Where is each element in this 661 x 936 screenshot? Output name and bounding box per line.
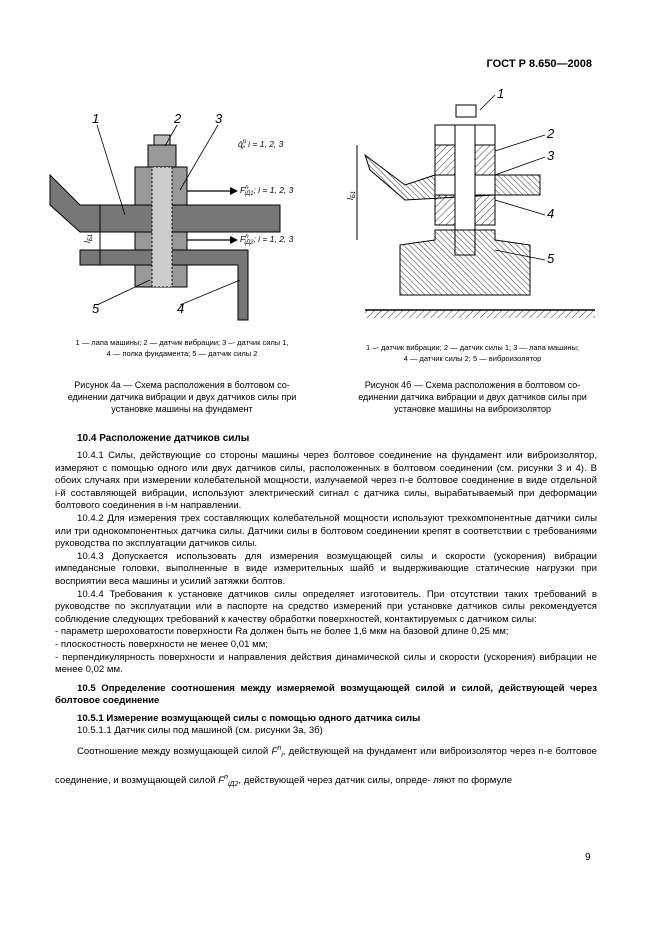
paragraph-10-5-1-1: 10.5.1.1 Датчик силы под машиной (см. ри… bbox=[77, 725, 323, 737]
bullet-flatness: - плоскостность поверхности не менее 0,0… bbox=[55, 638, 269, 650]
section-10-4-title: 10.4 Расположение датчиков силы bbox=[77, 433, 250, 444]
fig4a-label-4: 4 bbox=[177, 301, 184, 316]
paragraph-10-4-1: 10.4.1 Силы, действующие со стороны маши… bbox=[55, 450, 597, 512]
page-number: 9 bbox=[585, 852, 591, 863]
fig4b-label-4: 4 bbox=[547, 206, 554, 221]
fig4b-label-1: 1 bbox=[497, 86, 504, 101]
fig4a-label-1: 1 bbox=[92, 111, 99, 126]
fig4a-label-3: 3 bbox=[215, 111, 223, 126]
paragraph-10-4-3: 10.4.3 Допускается использовать для изме… bbox=[55, 550, 597, 587]
fig4b-label-5: 5 bbox=[547, 251, 555, 266]
fig4b-label-3: 3 bbox=[547, 148, 555, 163]
fig4b-label-2: 2 bbox=[546, 126, 555, 141]
figure-4b: lБ1 1 2 3 4 5 bbox=[345, 86, 595, 318]
machine-foot bbox=[49, 173, 281, 233]
fig4a-label-5: 5 bbox=[92, 301, 100, 316]
fig4a-legend: 1 — лапа машины; 2 — датчик вибрации; 3 … bbox=[75, 338, 289, 358]
fig4b-legend: 1 –- датчик вибрации; 2 — датчик силы 1;… bbox=[365, 343, 580, 363]
section-10-5-title: 10.5 Определение соотношения между измер… bbox=[55, 682, 597, 707]
paragraph-10-4-4: 10.4.4 Требования к установке датчиков с… bbox=[55, 588, 597, 625]
fig4b-title: Рисунок 4б — Схема расположения в болтов… bbox=[358, 380, 587, 414]
bullet-perpendicularity: - перпендикулярность поверхности и напра… bbox=[55, 651, 597, 676]
body-text: 10.4.1 Силы, действующие со стороны маши… bbox=[55, 450, 597, 796]
lb1-dimension-label: lБ1 bbox=[82, 234, 94, 243]
fig4a-title: Рисунок 4а — Схема расположения в болтов… bbox=[67, 380, 297, 414]
lb1-dimension-label-b: lБ1 bbox=[345, 191, 357, 200]
paragraph-relation: Соотношение между возмущающей силой Fni,… bbox=[55, 745, 597, 789]
fig4a-label-2: 2 bbox=[173, 111, 182, 126]
standard-header: ГОСТ Р 8.650—2008 bbox=[486, 58, 592, 70]
bullet-roughness: - параметр шероховатости поверхности Ra … bbox=[55, 626, 509, 638]
section-10-5-1-title: 10.5.1 Измерение возмущающей силы с помо… bbox=[77, 712, 421, 724]
paragraph-10-4-2: 10.4.2 Для измерения трех составляющих к… bbox=[55, 512, 597, 550]
